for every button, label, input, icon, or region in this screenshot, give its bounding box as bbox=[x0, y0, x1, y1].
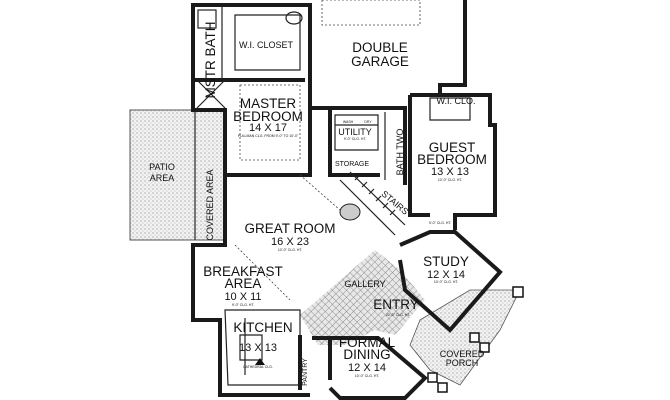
covered-porch-area bbox=[409, 289, 521, 386]
label-dry: DRY bbox=[364, 120, 372, 124]
label-study-note: 10'-0" CLG. HT. bbox=[434, 280, 459, 284]
label-guest-size: 13 X 13 bbox=[431, 166, 469, 178]
label-garage-2: GARAGE bbox=[351, 54, 409, 69]
label-great-room: GREAT ROOM bbox=[244, 221, 335, 236]
stairs bbox=[339, 171, 406, 236]
label-master-bath: MSTR BATH bbox=[203, 22, 218, 99]
label-clo-note: 9'-0" CLG. HT. bbox=[429, 221, 452, 225]
label-garage-1: DOUBLE bbox=[352, 40, 408, 55]
label-entry: ENTRY bbox=[373, 297, 419, 312]
label-gallery: GALLERY bbox=[344, 279, 385, 289]
label-pantry: PANTRY bbox=[302, 358, 309, 386]
label-kitchen: KITCHEN bbox=[233, 320, 292, 335]
label-master-note: PULLMAN CLG. FROM 9'-0" TO 10'-0" bbox=[238, 134, 299, 138]
label-dining-size: 12 X 14 bbox=[348, 362, 386, 374]
label-master-size: 14 X 17 bbox=[249, 122, 287, 134]
label-utility: UTILITY bbox=[338, 127, 372, 137]
label-great-room-note: 10'-0" CLG. HT. bbox=[278, 248, 303, 252]
label-wi-clo: W.I. CLO. bbox=[436, 96, 475, 106]
label-utility-note: 9'-0" CLG. HT. bbox=[344, 137, 367, 141]
label-kitchen-note: CATHEDRAL CLG. bbox=[243, 365, 273, 369]
label-stairs: STAIRS bbox=[380, 189, 411, 217]
label-breakfast-size: 10 X 11 bbox=[224, 291, 261, 303]
label-kitchen-size: 13 X 13 bbox=[239, 342, 277, 354]
garage-door bbox=[321, 0, 421, 26]
gallery-floor bbox=[300, 250, 425, 345]
label-breakfast-note: 9'-0" CLG. HT. bbox=[232, 303, 255, 307]
label-study: STUDY bbox=[423, 254, 469, 269]
label-storage: STORAGE bbox=[335, 161, 369, 168]
label-entry-note: 20'-0" CLG. HT. bbox=[386, 313, 411, 317]
label-wash: WASH bbox=[343, 120, 354, 124]
label-covered-area: COVERED AREA bbox=[205, 169, 215, 240]
label-study-size: 12 X 14 bbox=[427, 269, 465, 281]
label-great-room-size: 16 X 23 bbox=[271, 236, 309, 248]
label-dining-note: 10'-0" CLG. HT. bbox=[355, 374, 380, 378]
label-wi-closet: W.I. CLOSET bbox=[239, 40, 294, 50]
label-guest-note: 10'-0" CLG. HT. bbox=[438, 178, 463, 182]
label-bath-two: BATH TWO bbox=[395, 129, 405, 176]
